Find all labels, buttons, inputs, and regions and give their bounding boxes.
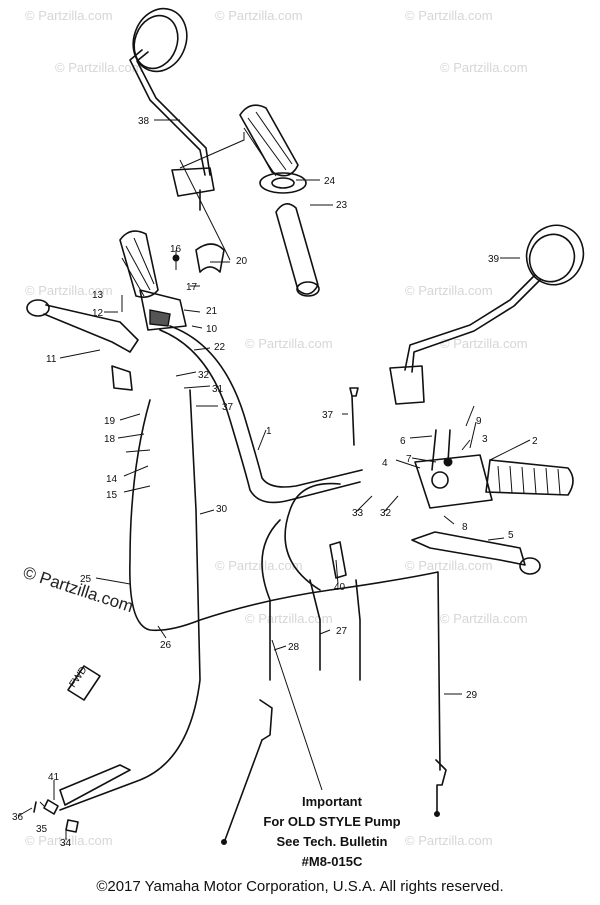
left-mirror (129, 7, 215, 211)
callout-21: 21 (206, 306, 218, 317)
right-brake-lever (411, 531, 541, 575)
cable-end-parts (33, 799, 79, 833)
callout-26: 26 (160, 640, 172, 651)
note-line: For OLD STYLE Pump (263, 814, 401, 829)
watermark-text: © Partzilla.com (245, 611, 333, 626)
callout-36: 36 (12, 812, 24, 823)
right-mirror (389, 224, 585, 405)
callout-17: 17 (186, 282, 198, 293)
callout-22: 22 (214, 342, 226, 353)
watermark-text: © Partzilla.com (215, 558, 303, 573)
grip-and-sleeve (239, 104, 320, 297)
watermark-text: © Partzilla.com (25, 8, 113, 23)
watermark-text: © Partzilla.com (405, 283, 493, 298)
callout-3: 3 (482, 434, 488, 445)
callout-10: 10 (206, 324, 218, 335)
callout-16: 16 (170, 244, 182, 255)
handlebar (159, 325, 363, 504)
callout-20: 20 (236, 256, 248, 267)
watermark-text: © Partzilla.com (25, 283, 113, 298)
callout-11: 11 (46, 354, 57, 365)
callout-41: 41 (48, 772, 60, 783)
callout-9: 9 (476, 416, 482, 427)
callout-31: 31 (212, 384, 224, 395)
note-line: Important (302, 794, 362, 809)
callout-34: 34 (60, 838, 72, 849)
callout-leaders (17, 119, 531, 840)
note-line: See Tech. Bulletin (276, 834, 388, 849)
callout-2: 2 (532, 436, 538, 447)
tech-bulletin-note: Important For OLD STYLE Pump See Tech. B… (222, 792, 442, 872)
callout-33: 33 (352, 508, 364, 519)
watermark-grid: © Partzilla.com © Partzilla.com © Partzi… (21, 8, 528, 848)
watermark-text: © Partzilla.com (25, 833, 113, 848)
watermark-text: © Partzilla.com (440, 60, 528, 75)
watermark-text: © Partzilla.com (405, 558, 493, 573)
watermark-text: © Partzilla.com (405, 833, 493, 848)
watermark-text: © Partzilla.com (55, 60, 143, 75)
left-clutch-lever (26, 299, 139, 391)
callout-19: 19 (104, 416, 116, 427)
callout-40: 40 (334, 582, 346, 593)
callout-14: 14 (106, 474, 118, 485)
forward-arrow: FWD (67, 665, 101, 701)
callout-23: 23 (336, 200, 348, 211)
callout-1: 1 (266, 426, 272, 437)
note-line: #M8-015C (301, 854, 363, 869)
watermark-text: © Partzilla.com (405, 8, 493, 23)
callout-24: 24 (324, 176, 336, 187)
watermark-text: © Partzilla.com (215, 8, 303, 23)
callout-35: 35 (36, 824, 48, 835)
callout-29: 29 (466, 690, 478, 701)
callout-32: 32 (198, 370, 210, 381)
callout-5: 5 (508, 530, 514, 541)
control-cables (59, 389, 447, 845)
callout-numbers: 1 2 3 4 5 6 7 8 9 10 11 12 13 14 15 16 1… (12, 116, 538, 849)
watermark-large: © Partzilla.com (21, 563, 136, 616)
watermark-text: © Partzilla.com (245, 336, 333, 351)
callout-4: 4 (382, 458, 388, 469)
left-grip-assembly (119, 230, 225, 331)
callout-7: 7 (406, 454, 412, 465)
callout-39: 39 (488, 254, 500, 265)
adjuster-bolt (349, 387, 359, 446)
callout-37: 37 (222, 402, 234, 413)
callout-25: 25 (80, 574, 92, 585)
callout-27: 27 (336, 626, 348, 637)
callout-18: 18 (104, 434, 116, 445)
callout-28: 28 (288, 642, 300, 653)
right-grip-and-throttle (414, 429, 574, 509)
copyright-footer: ©2017 Yamaha Motor Corporation, U.S.A. A… (96, 878, 504, 895)
callout-8: 8 (462, 522, 468, 533)
watermark-text: © Partzilla.com (440, 336, 528, 351)
forward-arrow-label: FWD (67, 665, 89, 690)
callout-6: 6 (400, 436, 406, 447)
callout-12: 12 (92, 308, 104, 319)
callout-37b: 37 (322, 410, 334, 421)
callout-30: 30 (216, 504, 228, 515)
callout-13: 13 (92, 290, 104, 301)
callout-38: 38 (138, 116, 150, 127)
watermark-text: © Partzilla.com (440, 611, 528, 626)
callout-15: 15 (106, 490, 118, 501)
callout-32b: 32 (380, 508, 392, 519)
